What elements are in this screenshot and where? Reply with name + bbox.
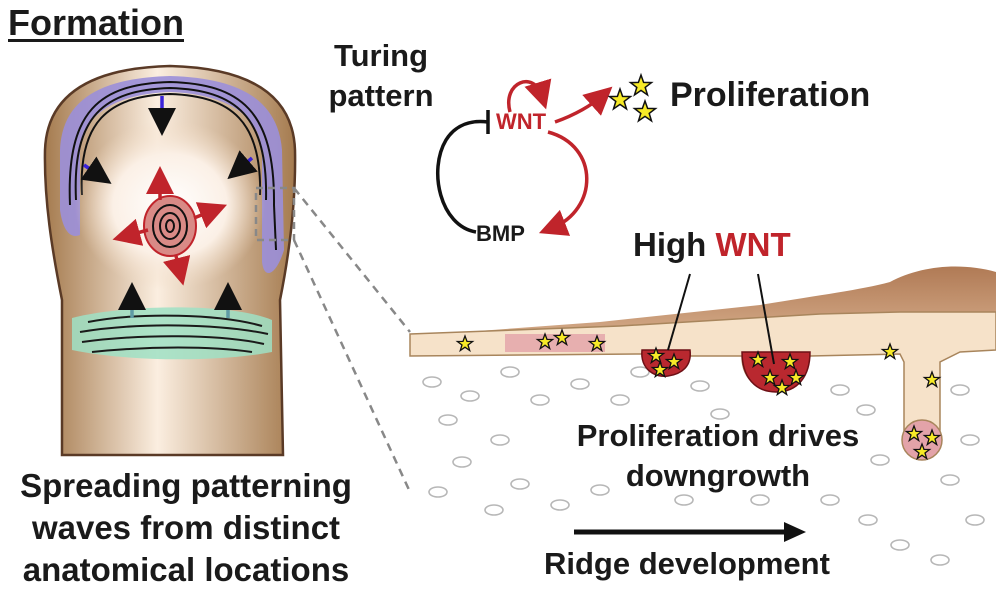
downgrowth-label: Proliferation drives downgrowth xyxy=(548,416,888,496)
star-icon xyxy=(455,334,475,353)
figure-title: Formation xyxy=(8,2,184,43)
turing-label-line: pattern xyxy=(328,78,434,113)
star-icon xyxy=(628,72,654,97)
star-icon xyxy=(760,368,780,387)
star-icon xyxy=(772,378,792,397)
proliferation-stars xyxy=(607,72,658,123)
star-icon xyxy=(650,360,670,379)
star-icon xyxy=(922,370,942,389)
wnt-node-label: WNT xyxy=(496,109,547,134)
star-icon xyxy=(552,328,572,347)
star-icon xyxy=(535,332,555,351)
tissue-stars xyxy=(455,328,942,461)
caption-line: waves from distinct xyxy=(31,509,341,546)
bmp-node-label: BMP xyxy=(476,221,525,246)
turing-pattern-label: Turing pattern xyxy=(318,36,444,116)
high-wnt-highlight: WNT xyxy=(715,226,791,263)
star-icon xyxy=(780,352,800,371)
star-icon xyxy=(587,334,607,353)
ridge-development-label: Ridge development xyxy=(544,546,830,581)
caption-line: Spreading patterning xyxy=(20,467,352,504)
red-outward-arrows xyxy=(112,166,227,286)
star-icon xyxy=(912,442,932,461)
star-icon xyxy=(786,368,806,387)
downgrowth-label-line: Proliferation drives xyxy=(576,418,860,453)
star-icon xyxy=(632,98,658,123)
high-wnt-prefix: High xyxy=(633,226,707,263)
whorl-center xyxy=(143,195,197,257)
caption-line: anatomical locations xyxy=(22,551,350,588)
fingertip-illustration xyxy=(43,64,412,493)
turing-label-line: Turing xyxy=(333,38,429,73)
blue-inward-arrows xyxy=(80,96,258,184)
teal-upward-arrows xyxy=(118,282,242,318)
star-icon xyxy=(904,424,924,443)
star-icon xyxy=(646,346,666,365)
turing-network xyxy=(436,78,613,236)
downgrowth-label-line: downgrowth xyxy=(625,458,811,493)
ridge-arrow xyxy=(574,522,806,542)
epidermis-cross-section xyxy=(409,266,996,566)
star-icon xyxy=(607,86,633,111)
high-wnt-label: High WNT xyxy=(633,226,791,263)
zoom-box xyxy=(254,186,296,242)
star-icon xyxy=(922,428,942,447)
star-icon xyxy=(664,352,684,371)
teal-band xyxy=(72,307,272,360)
star-icon xyxy=(748,350,768,369)
dermis-cells xyxy=(422,366,985,566)
star-icon xyxy=(880,342,900,361)
proliferation-label: Proliferation xyxy=(670,76,871,114)
caption: Spreading patterning waves from distinct… xyxy=(0,465,372,591)
